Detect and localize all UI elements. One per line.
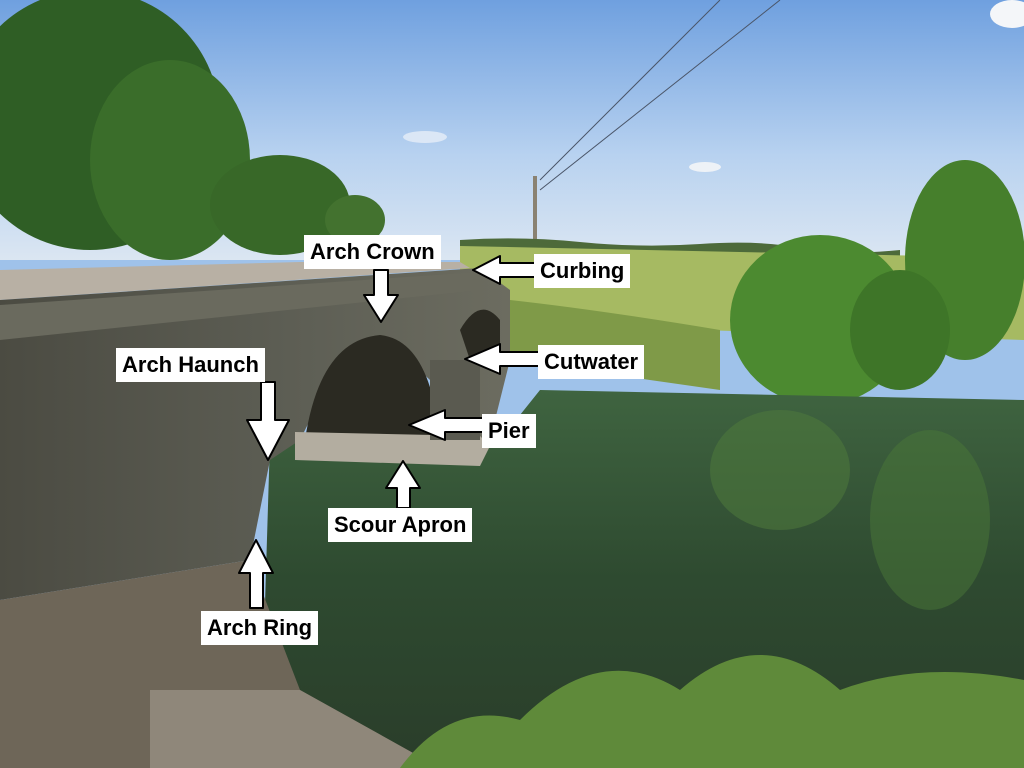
arch-opening (305, 335, 440, 440)
utility-pole (533, 176, 537, 296)
cloud (403, 131, 447, 143)
rocks (150, 690, 440, 768)
curbing (0, 272, 480, 340)
foreground-grass (400, 655, 1024, 768)
label-arch-crown: Arch Crown (304, 235, 441, 269)
arrow-curbing (472, 255, 539, 285)
arrow-scour-apron (385, 460, 421, 509)
gravel-deck (0, 262, 470, 300)
arrow-pier (408, 409, 489, 441)
arrow-arch-ring (238, 539, 274, 609)
cloud (990, 0, 1024, 28)
label-curbing: Curbing (534, 254, 631, 288)
arrows (238, 255, 543, 609)
arrow-arch-crown (363, 269, 399, 323)
arrow-arch-haunch (246, 381, 290, 461)
arrow-cutwater (464, 343, 543, 375)
label-arch-ring: Arch Ring (201, 611, 319, 645)
power-line (539, 0, 781, 191)
tree (850, 270, 950, 390)
tree (325, 195, 385, 245)
cloud (689, 162, 721, 172)
power-line (539, 0, 721, 181)
scour-apron (295, 432, 490, 466)
tree (210, 155, 350, 255)
tree (90, 60, 250, 260)
label-cutwater: Cutwater (538, 345, 645, 379)
tree-reflection (710, 410, 850, 530)
label-pier: Pier (482, 414, 536, 448)
tree-reflection (870, 430, 990, 610)
label-scour-apron: Scour Apron (328, 508, 473, 542)
label-arch-haunch: Arch Haunch (116, 348, 265, 382)
